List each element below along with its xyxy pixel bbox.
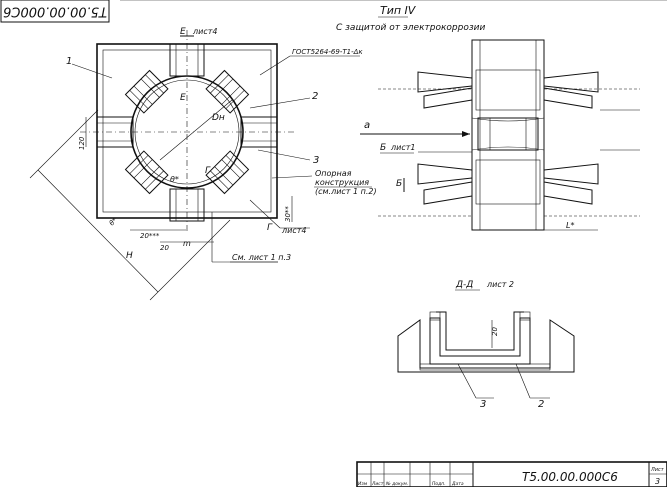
section-dd: Д-Д лист 2 20 3 2 [397,280,575,410]
dim-m: m [183,239,191,248]
tb-col-doc: № докум. [385,481,408,487]
section-e-label: Е [180,27,186,37]
diagonal-clamp-br [205,150,250,195]
stamp-text: T5.00.00.000C6 [3,4,107,19]
dim-30: 30** [284,206,292,222]
section-g2-label: Г [267,223,273,233]
channel-hatched [429,317,531,365]
dim-h-line [37,169,159,293]
dim-l: L* [566,221,574,230]
section-callout-3: 3 [480,399,486,410]
support-text-2: конструкция [315,178,369,187]
diagonal-clamp-bl [124,150,169,195]
dim-theta-small: θ* [108,216,120,228]
section-dd-sheet: лист 2 [486,280,514,289]
section-e-sheet: лист4 [192,27,217,36]
tb-col-sign: Подп. [432,481,446,487]
tb-sheet-num: 3 [655,477,660,486]
diagonal-clamp-tr [205,69,250,114]
view-b2-label: Б [396,179,402,189]
callout-2: 2 [312,91,318,102]
type-title: Тип IV [380,4,417,17]
theta-mark: θ* [170,175,179,184]
section-dd-title: Д-Д [455,280,473,290]
title-block: Изм Лист № докум. Подп. Дата Т5.00.00.00… [356,461,667,488]
diagonal-clamp-tl [124,69,169,114]
tb-col-izm: Изм [358,481,368,487]
dim-20: 20 [160,244,169,252]
callout-1: 1 [66,56,72,67]
view-b-sheet: лист1 [390,143,415,152]
tb-col-date: Дата [451,481,464,487]
section-dim-20: 20 [491,327,499,336]
header: Тип IV С защитой от электрокоррозии [336,4,485,33]
note-ref: См. лист 1 п.3 [232,253,291,262]
section-e-label-bottom: Е [180,93,186,103]
pipe-body [471,39,545,231]
dim-20-star: 20*** [140,232,160,240]
right-side-view: а Б лист1 Б L* [360,39,640,231]
flow-label: а [364,120,370,131]
callout-3: 3 [313,155,319,166]
view-b-label: Б [380,143,386,153]
tb-col-list: Лист [371,481,384,487]
tb-sheet-label: Лист [650,467,665,473]
type-subtitle: С защитой от электрокоррозии [336,23,485,33]
tb-doc-number: Т5.00.00.000С6 [522,470,618,484]
support-text-1: Опорная [315,169,352,178]
dim-120: 120 [78,136,86,150]
sheet4-ref: лист4 [281,226,306,235]
diameter-label: Dн [212,113,225,123]
section-g-label: Г [205,166,211,176]
support-text-3: (см.лист 1 п.2) [315,187,377,196]
section-callout-2: 2 [538,399,544,410]
rotated-doc-stamp: T5.00.00.000C6 [0,0,110,23]
left-cross-section: Dн Е лист4 Е Г Г θ* 1 2 3 ГОСТ5264-69-Т1… [29,27,377,301]
weld-standard-ref: ГОСТ5264-69-Т1-Δк [292,48,363,56]
dim-h: H [126,251,133,261]
